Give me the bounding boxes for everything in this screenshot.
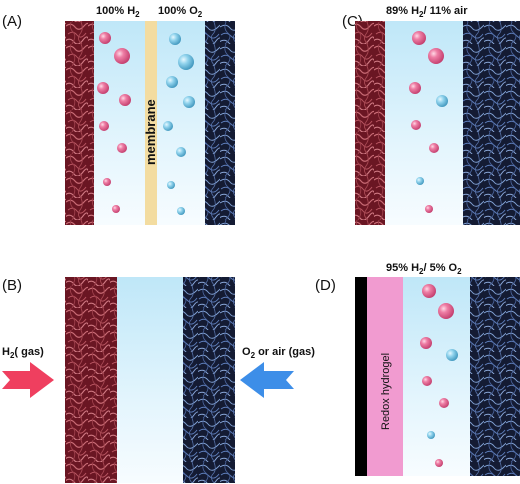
h2-bubble (422, 284, 436, 298)
gas-label: 95% H2/ 5% O2 (386, 262, 462, 276)
o2-arrow-icon (240, 362, 294, 398)
redox-hydrogel-layer (367, 277, 403, 476)
o2-bubble (177, 207, 185, 215)
electrode-plate (355, 277, 367, 476)
h2-bubble (99, 32, 111, 44)
electrolyte-region (385, 21, 463, 225)
panel-b: (B) H2( gas) O2 or air (gas) (2, 277, 315, 483)
h2-gas-label: H2( gas) (2, 346, 44, 360)
o2-bubble (176, 147, 186, 157)
gas-label: 89% H2/ 11% air (386, 5, 468, 19)
h2-bubble (409, 82, 421, 94)
panel-d: (D) 95% H2/ 5% O2 Redox hydrogel (315, 262, 520, 476)
h2-bubble (103, 178, 111, 186)
o2-bubble (178, 54, 194, 70)
o2-bubble (436, 95, 448, 107)
panel-a: (A) membrane 100% H2 100% O2 (2, 5, 235, 225)
o2-bubble (167, 181, 175, 189)
h2-bubble (112, 205, 120, 213)
o2-bubble (169, 33, 181, 45)
h2-bubble (412, 31, 426, 45)
anode-electrode (65, 21, 94, 225)
o2-bubble (446, 349, 458, 361)
o2-gas-label: O2 or air (gas) (242, 346, 315, 360)
h2-bubble (429, 143, 439, 153)
membrane-label: membrane (143, 99, 158, 165)
electrolyte-region (403, 277, 470, 476)
h2-bubble (435, 459, 443, 467)
h2-bubble (439, 398, 449, 408)
cathode-electrode (205, 21, 235, 225)
gas-label-left: 100% H2 (96, 5, 140, 19)
cathode-electrode (183, 277, 235, 483)
o2-bubble (166, 76, 178, 88)
panel-a-label: (A) (2, 13, 22, 30)
o2-bubble (183, 96, 195, 108)
panel-c: (C) 89% H2/ 11% air (342, 5, 520, 225)
h2-bubble (99, 121, 109, 131)
h2-bubble (438, 303, 454, 319)
panel-b-label: (B) (2, 277, 22, 294)
o2-bubble (163, 121, 173, 131)
o2-bubble (427, 431, 435, 439)
h2-bubble (420, 337, 432, 349)
h2-arrow-icon (2, 362, 54, 398)
o2-bubble (416, 177, 424, 185)
cathode-electrode (463, 21, 520, 225)
gas-label-right: 100% O2 (158, 5, 203, 19)
h2-bubble (411, 120, 421, 130)
hydrogel-label: Redox hydrogel (380, 353, 392, 430)
membrane (145, 21, 157, 225)
h2-bubble (425, 205, 433, 213)
anode-electrode (355, 21, 385, 225)
panel-d-label: (D) (315, 277, 336, 294)
electrolyte-region (117, 277, 183, 483)
h2-bubble (114, 48, 130, 64)
h2-bubble (422, 376, 432, 386)
h2-bubble (119, 94, 131, 106)
anode-electrode (65, 277, 117, 483)
h2-bubble (97, 82, 109, 94)
cathode-electrode (470, 277, 520, 476)
h2-bubble (428, 48, 444, 64)
h2-bubble (117, 143, 127, 153)
